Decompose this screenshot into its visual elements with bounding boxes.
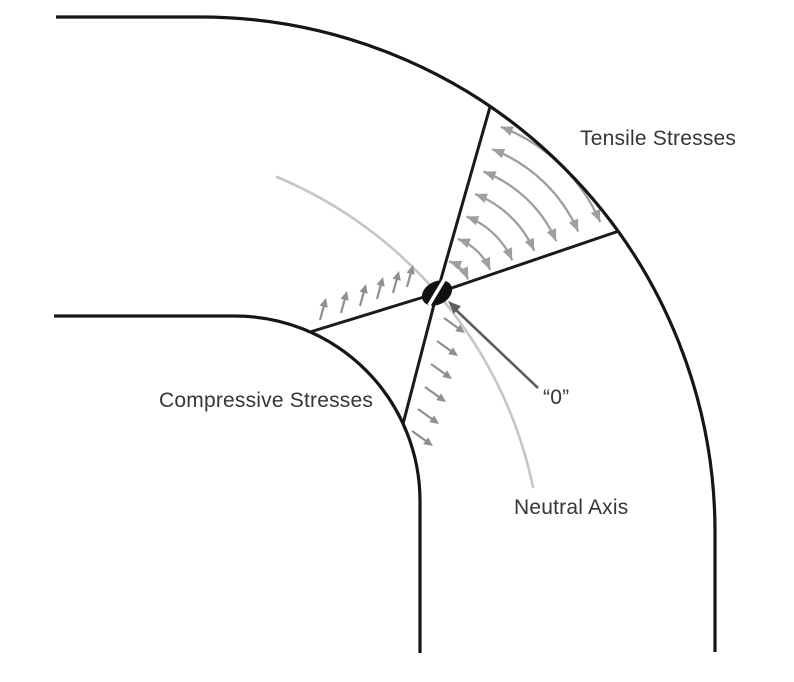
compressive-stresses-label: Compressive Stresses — [159, 389, 373, 412]
inner-bend-line — [54, 314, 422, 653]
neutral-axis-label: Neutral Axis — [514, 496, 628, 519]
tensile-arrowhead — [568, 218, 579, 232]
compressive-arrowhead — [406, 265, 415, 275]
compressive-wedge-line-down — [401, 292, 439, 425]
tensile-arrowhead — [500, 126, 514, 136]
tensile-arrowhead — [546, 228, 557, 242]
zero-label: “0” — [543, 386, 569, 409]
zero-pointer-line — [455, 309, 539, 389]
tensile-arrowhead — [483, 171, 497, 181]
neutral-point-slash — [427, 279, 446, 306]
compressive-arrowhead — [359, 284, 368, 294]
tensile-arrow-shaft — [465, 215, 514, 261]
tensile-arrowhead — [502, 247, 513, 261]
compressive-arrowhead — [392, 271, 401, 281]
tensile-arrow-shaft — [491, 148, 580, 233]
neutral-axis-curve — [275, 175, 535, 489]
tensile-stresses-label: Tensile Stresses — [580, 127, 736, 150]
tensile-arrowhead — [449, 260, 463, 271]
tensile-arrows-group — [448, 125, 602, 280]
compressive-arrowhead — [319, 298, 328, 308]
compressive-arrowhead — [442, 370, 452, 379]
compressive-arrowhead — [455, 324, 465, 333]
compressive-arrowhead — [340, 291, 349, 301]
compressive-arrowhead — [429, 415, 439, 424]
tensile-arrow-shaft — [474, 192, 536, 252]
tensile-arrowhead — [474, 193, 488, 204]
tensile-arrow-shaft — [457, 237, 492, 271]
tensile-arrowhead — [590, 209, 601, 223]
compressive-arrowhead — [436, 393, 446, 402]
tensile-arrowhead — [480, 256, 491, 270]
compressive-arrowhead — [448, 347, 458, 356]
tensile-arrowhead — [458, 266, 469, 280]
zero-pointer-arrowhead — [448, 301, 461, 314]
tensile-arrowhead — [457, 238, 471, 248]
outer-bend-line — [56, 15, 717, 652]
compressive-arrowhead — [423, 437, 433, 446]
tensile-arrowhead — [524, 237, 535, 251]
tensile-arrowhead — [492, 148, 506, 159]
compressive-wedge-line-left — [309, 291, 438, 334]
compressive-arrows-group — [318, 265, 465, 446]
tensile-wedge-line-right — [436, 229, 620, 295]
tensile-wedge-line-left — [435, 106, 492, 294]
tensile-arrowhead — [466, 216, 480, 226]
compressive-arrowhead — [376, 277, 385, 287]
